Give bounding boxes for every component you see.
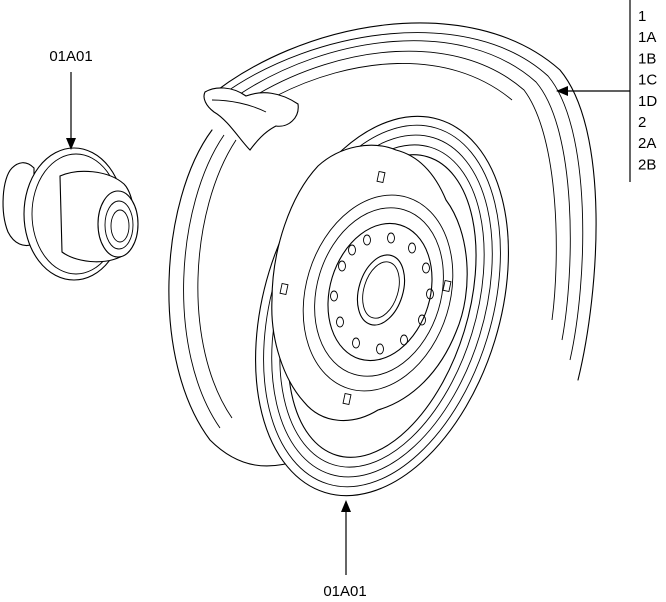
hub-callout-label: 01A01 xyxy=(49,48,92,65)
tire xyxy=(168,22,597,467)
wheel-hub xyxy=(2,147,139,281)
rim-callout: 01A01 xyxy=(323,500,367,600)
tire-part-code: 2A xyxy=(638,135,656,152)
tire-part-code: 1D xyxy=(638,93,657,110)
tire-part-code: 2B xyxy=(638,156,656,173)
rim-callout-label: 01A01 xyxy=(323,583,366,600)
tire-callout-arrow xyxy=(556,86,568,96)
hub-callout: 01A01 xyxy=(49,48,93,150)
mounting-slots xyxy=(279,170,452,406)
wheel-disc xyxy=(271,144,468,421)
tire-part-code: 2 xyxy=(638,114,646,131)
bolt-holes xyxy=(330,232,434,355)
tire-part-code: 1C xyxy=(638,72,657,89)
tire-part-code: 1 xyxy=(638,8,646,25)
tire-part-code: 1B xyxy=(638,50,656,67)
rim-callout-arrow xyxy=(341,500,351,512)
tire-callout: 1 1A 1B 1C 1D 2 2A 2B xyxy=(556,0,657,182)
hub-callout-arrow xyxy=(66,138,76,150)
tire-part-code-list: 1 1A 1B 1C 1D 2 2A 2B xyxy=(638,8,657,173)
tire-part-code: 1A xyxy=(638,29,656,46)
